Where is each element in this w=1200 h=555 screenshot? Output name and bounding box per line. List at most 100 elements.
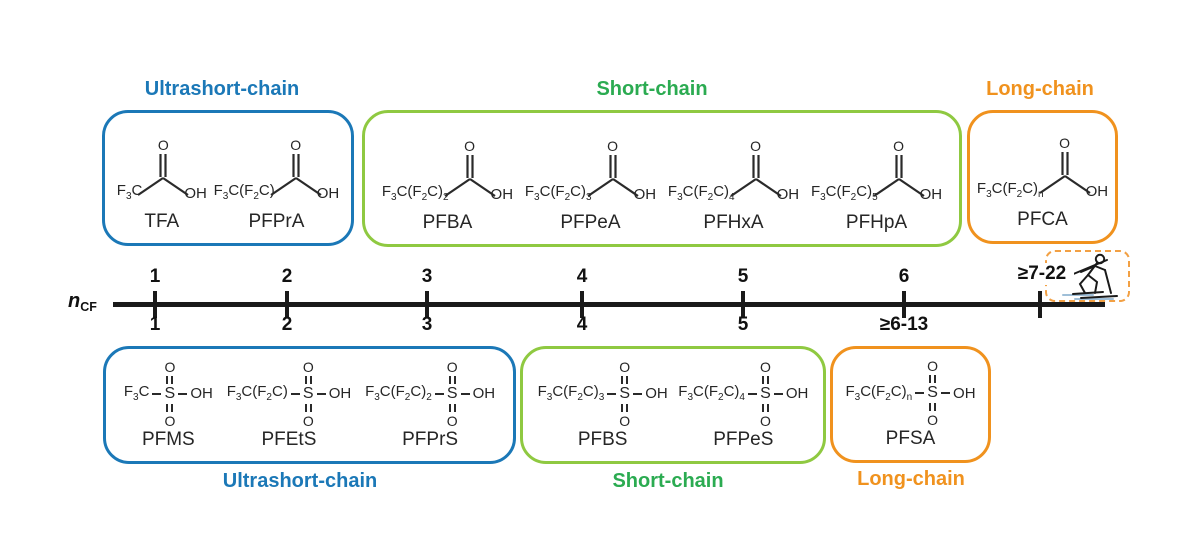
hydroxyl-label: OH: [776, 185, 800, 203]
hydroxyl-label: OH: [953, 384, 976, 402]
tick-label-top-2: 2: [281, 266, 293, 287]
compound-name: PFPrA: [248, 211, 305, 232]
box-sulfonic-short: F3C(F2C)3 O S O OH PFBS F3C(F2C)4 O: [520, 346, 826, 464]
axis-tick: [285, 291, 289, 318]
ncf-axis-label: nCF: [68, 290, 97, 314]
carboxyl-bonds-graphic: [729, 155, 782, 197]
carbonyl-oxygen-label: O: [607, 138, 618, 154]
carbonyl-group: O: [1038, 136, 1091, 201]
sulfonyl-oxygen-label: O: [302, 412, 314, 429]
chain-formula: F3C(F2C)4: [667, 183, 735, 203]
carbonyl-oxygen-label: O: [464, 138, 475, 154]
compound-pfprs: F3C(F2C)2 O S O OH PFPrS: [365, 360, 495, 451]
sulfonic-structure: F3C(F2C)n O S O OH: [845, 359, 975, 427]
carboxylic-structure: F3C(F2C)4 O OH: [668, 139, 799, 211]
chain-formula: F3C(F2C)2: [381, 183, 449, 203]
compound-pfpes: F3C(F2C)4 O S O OH PFPeS: [678, 360, 808, 451]
sulfonyl-oxygen-label: O: [927, 412, 939, 428]
single-bond: [460, 392, 470, 395]
hydroxyl-label: OH: [490, 185, 514, 203]
carbonyl-group: O: [729, 138, 782, 204]
chain-formula: F3C(F2C)3: [537, 383, 605, 403]
carbonyl-oxygen-label: O: [750, 138, 762, 154]
carbonyl-group: O: [270, 138, 322, 203]
compound-pfbs: F3C(F2C)3 O S O OH PFBS: [538, 360, 668, 451]
tick-label-top-5: 5: [737, 266, 749, 287]
carboxylic-structure: F3C O OH: [117, 138, 207, 210]
compound-name: PFBS: [577, 428, 628, 450]
double-bond: [304, 403, 312, 412]
sulfur-label: S: [164, 384, 176, 402]
double-bond: [304, 375, 312, 384]
axis-tick: [153, 291, 157, 318]
carboxyl-bonds-graphic: [873, 155, 925, 197]
carboxyl-bonds-graphic: [1038, 152, 1091, 194]
carbonyl-group: O: [443, 138, 496, 204]
tick-label-top-3: 3: [421, 266, 433, 287]
hydroxyl-label: OH: [645, 385, 668, 402]
top-label-short-chain: Short-chain: [596, 78, 708, 100]
single-bond: [633, 392, 643, 395]
bottom-label-long-chain: Long-chain: [857, 468, 965, 490]
compound-name: PFEtS: [261, 428, 317, 450]
carboxylic-structure: F3C(F2C)n O OH: [977, 136, 1108, 208]
tick-label-bottom-2: 2: [281, 314, 293, 335]
axis-tick: [425, 291, 429, 318]
sulfonyl-oxygen-label: O: [759, 358, 771, 375]
double-bond: [761, 375, 769, 384]
sulfonic-structure: F3C(F2C)2 O S O OH: [365, 360, 495, 428]
single-bond: [434, 392, 444, 395]
chain-formula: F3C(F2C)5: [810, 183, 878, 203]
sulfonic-structure: F3C(F2C)3 O S O OH: [538, 360, 668, 428]
single-bond: [941, 392, 951, 394]
sulfonic-structure: F3C(F2C)4 O S O OH: [678, 360, 808, 428]
hydroxyl-label: OH: [919, 185, 943, 203]
box-carboxylic-long: F3C(F2C)n O OH PFCA: [967, 110, 1118, 244]
single-bond: [290, 392, 300, 395]
compound-pfca: F3C(F2C)n O OH PFCA: [977, 136, 1108, 231]
box-carboxylic-ultrashort: F3C O OH TFA F3C(F2C) O: [102, 110, 354, 246]
double-bond: [166, 403, 174, 412]
single-bond: [178, 392, 188, 395]
tick-label-top-1: 1: [149, 266, 161, 287]
compound-name: PFPeA: [560, 212, 621, 233]
sulfur-label: S: [302, 384, 314, 402]
carboxyl-bonds-graphic: [270, 154, 322, 196]
hydroxyl-label: OH: [184, 184, 207, 202]
compound-name: PFCA: [1017, 209, 1068, 230]
compound-pfpea: F3C(F2C)3 O OH PFPeA: [525, 139, 656, 234]
sulfonyl-oxygen-label: O: [446, 358, 458, 375]
single-bond: [316, 392, 326, 395]
sulfonic-structure: F3C(F2C) O S O OH: [227, 360, 352, 428]
sulfur-label: S: [760, 384, 771, 402]
compound-pfms: F3C O S O OH PFMS: [124, 360, 213, 451]
sulfonyl-group: O S O: [303, 360, 314, 428]
carboxyl-bonds-graphic: [586, 155, 639, 197]
tick-label-bottom-5: 5: [737, 314, 749, 335]
single-bond: [607, 392, 617, 395]
carbonyl-group: O: [137, 138, 189, 203]
compound-pfsa: F3C(F2C)n O S O OH PFSA: [845, 359, 975, 450]
chain-formula: F3C(F2C)2: [365, 383, 432, 403]
hydroxyl-label: OH: [316, 184, 340, 202]
chain-formula: F3C(F2C)4: [678, 383, 745, 403]
single-bond: [747, 392, 757, 395]
axis-line: [113, 302, 1105, 307]
sulfur-label: S: [619, 384, 631, 402]
carbonyl-group: O: [586, 138, 639, 204]
compound-name: PFBA: [422, 212, 473, 233]
chain-formula: F3C(F2C)n: [845, 382, 913, 403]
sulfonyl-oxygen-label: O: [619, 358, 631, 375]
sulfur-label: S: [446, 384, 458, 402]
tick-label-bottom-3: 3: [421, 314, 433, 335]
carbonyl-oxygen-label: O: [893, 138, 905, 154]
compound-name: PFSA: [885, 428, 936, 449]
compound-pfets: F3C(F2C) O S O OH PFEtS: [227, 360, 352, 451]
single-bond: [152, 392, 162, 395]
chain-formula: F3C(F2C)3: [524, 183, 592, 203]
sulfonyl-oxygen-label: O: [927, 358, 939, 374]
box-carboxylic-short: F3C(F2C)2 O OH PFBA F3C(F2C)3 O: [362, 110, 962, 247]
carboxylic-structure: F3C(F2C)5 O OH: [811, 139, 942, 211]
range-label-bottom: ≥6-13: [879, 314, 929, 335]
